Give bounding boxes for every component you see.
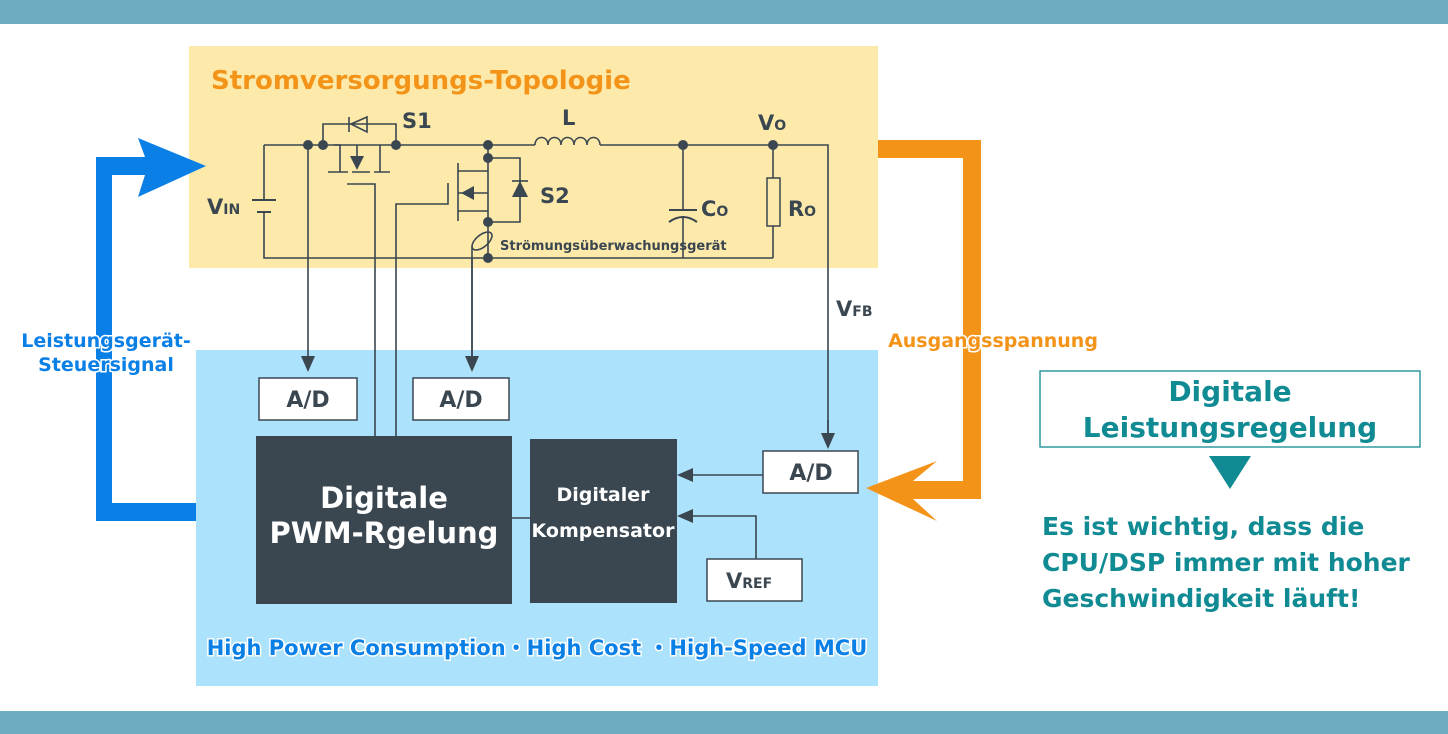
output-voltage-label: Ausgangsspannung	[888, 330, 1098, 352]
vref-box	[706, 558, 803, 602]
control-signal-label-line1: Leistungsgerät-	[21, 330, 191, 352]
pwm-label-line2: PWM-Rgelung	[270, 516, 499, 550]
ad-converter-2-label: A/D	[439, 388, 482, 413]
top-banner	[0, 0, 1448, 24]
vout-label: VO	[758, 111, 786, 135]
compensator-label-line2: Kompensator	[532, 520, 676, 542]
pwm-label-line1: Digitale	[320, 481, 448, 515]
s2-diode-icon	[512, 181, 528, 197]
current-sensor-icon	[471, 231, 493, 251]
control-signal-label-line2-text: Steuersignal	[38, 354, 174, 376]
topology-panel	[189, 46, 878, 268]
bottom-banner	[0, 711, 1448, 734]
side-text-line1: Es ist wichtig, dass die	[1042, 512, 1364, 541]
capacitor-label: CO	[701, 197, 728, 221]
digital-pwm-block	[256, 436, 512, 604]
vin-label: VIN	[207, 195, 240, 219]
ad-converter-1-label: A/D	[286, 388, 329, 413]
vref-label: VREF	[726, 569, 772, 593]
side-text-line3: Geschwindigkeit läuft!	[1042, 584, 1360, 613]
circuit-schematic	[252, 115, 835, 449]
s1-diode-icon	[349, 115, 368, 134]
digital-power-control-box	[1039, 370, 1421, 448]
compensator-label-line1: Digitaler	[556, 484, 650, 506]
s1-label: S1	[402, 109, 432, 133]
controller-footer-text: High Power Consumption・High Cost ・High-S…	[207, 636, 868, 660]
digital-compensator-block	[530, 439, 677, 603]
inductor-icon	[534, 136, 601, 146]
current-monitor-label: Strömungsüberwachungsgerät	[500, 239, 727, 254]
topology-title: Stromversorgungs-Topologie	[211, 66, 631, 96]
control-signal-arrow	[112, 140, 196, 503]
down-triangle-icon	[1209, 456, 1251, 489]
ad-converter-1	[258, 377, 358, 421]
side-text-line2: CPU/DSP immer mit hoher	[1042, 548, 1411, 577]
s2-label: S2	[540, 184, 570, 208]
ad-converter-3	[762, 450, 859, 494]
output-voltage-arrow	[866, 140, 981, 521]
side-box-line1: Digitale	[1168, 375, 1291, 408]
vfb-label: VFB	[836, 297, 873, 321]
side-box-line2: Leistungsregelung	[1083, 411, 1377, 444]
resistor-label: RO	[788, 197, 816, 221]
ad-converter-2	[412, 377, 510, 421]
inductor-label: L	[562, 106, 575, 130]
ad-converter-3-label: A/D	[789, 461, 832, 486]
